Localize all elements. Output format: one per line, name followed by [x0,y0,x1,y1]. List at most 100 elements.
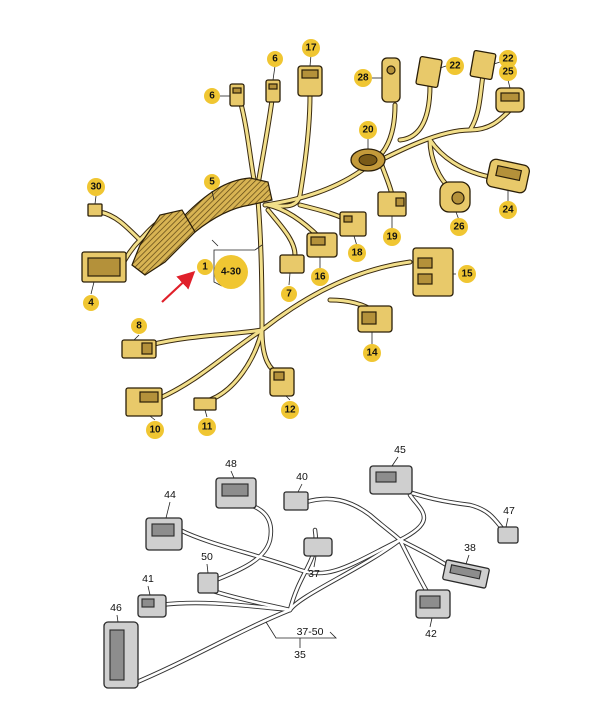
callout-25: 25 [499,63,517,81]
label-41: 41 [142,573,154,585]
connector-37 [303,537,333,557]
connector-26 [439,181,471,213]
svg-text:28: 28 [357,73,369,84]
svg-text:10: 10 [149,425,161,436]
svg-text:5: 5 [209,177,215,188]
svg-text:12: 12 [284,405,296,416]
label-35: 35 [294,649,306,661]
callout-range-4-30: 4-30 [214,255,248,289]
callout-6b: 6 [267,51,283,67]
callout-5: 5 [204,174,220,190]
callout-6a: 6 [204,88,220,104]
connector-19 [377,191,407,217]
svg-text:22: 22 [502,54,514,65]
svg-text:15: 15 [461,269,473,280]
harness-tape-left [131,209,196,276]
label-37: 37 [308,568,320,580]
connector-46 [103,621,139,689]
svg-text:20: 20 [362,125,374,136]
connector-8 [121,339,157,359]
callout-19: 19 [383,228,401,246]
connector-28 [381,57,401,103]
label-40: 40 [296,471,308,483]
svg-text:18: 18 [351,248,363,259]
callout-22a: 22 [446,57,464,75]
connector-45 [369,465,413,495]
connector-4 [81,251,127,283]
connector-15 [412,247,454,297]
svg-text:16: 16 [314,272,326,283]
label-50: 50 [201,551,213,563]
lower-harness-wires [127,485,508,688]
harness-tape-main [184,177,273,233]
connector-6b [265,79,281,103]
callout-22b: 22 [499,50,517,68]
connector-42 [415,589,451,619]
connector-48 [215,477,257,509]
callout-14: 14 [363,344,381,362]
svg-text:17: 17 [305,43,317,54]
connector-38 [442,559,490,589]
callout-18: 18 [348,244,366,262]
connector-44 [145,517,183,551]
connector-30 [87,203,103,217]
connector-50 [197,572,219,594]
label-45: 45 [394,444,406,456]
svg-text:25: 25 [502,67,514,78]
connector-10 [125,387,163,417]
upper-harness: 6 6 17 28 22 22 25 20 30 5 19 18 26 24 1… [81,39,531,439]
label-46: 46 [110,602,122,614]
connector-16 [306,232,338,258]
connector-47 [497,526,519,544]
svg-text:7: 7 [286,289,292,300]
pointer-arrow [161,270,196,303]
callout-15: 15 [458,265,476,283]
connector-11 [193,397,217,411]
lower-leader-lines [116,456,509,648]
callout-30: 30 [87,178,105,196]
svg-text:14: 14 [366,348,378,359]
connector-14 [357,305,393,333]
svg-text:30: 30 [90,182,102,193]
svg-text:19: 19 [386,232,398,243]
connector-25 [495,87,525,113]
callout-8: 8 [131,318,147,334]
svg-text:26: 26 [453,222,465,233]
callout-11: 11 [198,418,216,436]
lower-harness: 45 48 40 44 47 38 50 37 41 46 42 37-50 3… [103,444,519,689]
callout-16: 16 [311,268,329,286]
svg-text:6: 6 [209,91,215,102]
callout-26: 26 [450,218,468,236]
label-range-37-50: 37-50 [297,626,324,638]
svg-text:22: 22 [449,61,461,72]
grommet-20 [350,148,386,172]
connector-24 [485,158,531,194]
upper-harness-wires [97,72,513,403]
svg-text:24: 24 [502,205,514,216]
svg-text:8: 8 [136,321,142,332]
svg-text:11: 11 [202,422,213,433]
svg-text:1: 1 [202,262,208,273]
svg-text:4: 4 [88,298,94,309]
callout-17: 17 [302,39,320,57]
callout-24: 24 [499,201,517,219]
connector-41 [137,594,167,618]
callout-1: 1 [197,259,213,275]
label-42: 42 [425,628,437,640]
callout-7: 7 [281,286,297,302]
connector-7 [279,254,305,274]
connector-6a [229,83,245,107]
connector-22a [415,55,443,89]
connector-40 [283,491,309,511]
label-44: 44 [164,489,176,501]
connector-12 [269,367,295,397]
callout-28: 28 [354,69,372,87]
label-38: 38 [464,542,476,554]
svg-text:6: 6 [272,54,278,65]
label-47: 47 [503,505,515,517]
connector-22b [469,49,497,81]
connector-18 [339,211,367,237]
connector-17 [297,65,323,97]
callout-4: 4 [83,295,99,311]
